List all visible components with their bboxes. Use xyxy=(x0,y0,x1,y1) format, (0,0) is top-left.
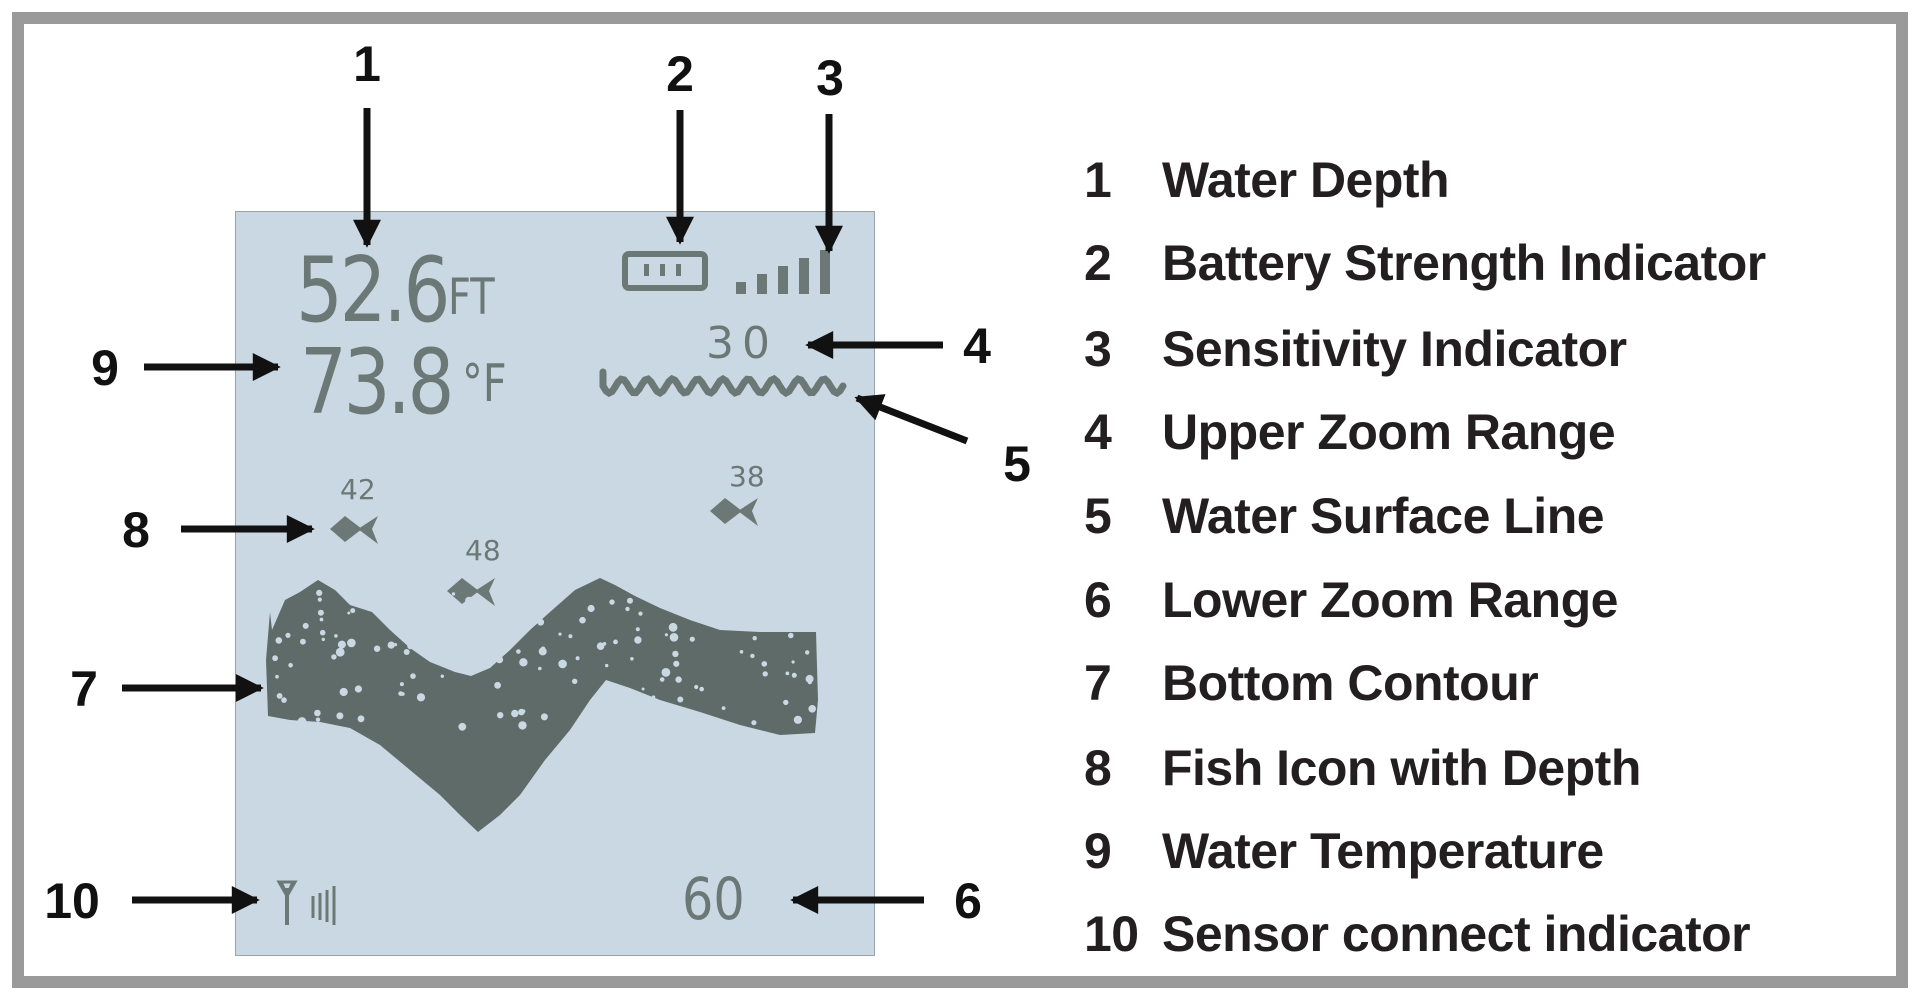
callout-3: 3 xyxy=(816,50,844,106)
legend-number: 10 xyxy=(1084,906,1139,962)
contour-texture xyxy=(272,586,816,731)
legend-item: 9 Water Temperature xyxy=(1084,823,1604,879)
legend-number: 7 xyxy=(1084,655,1112,711)
callout-1: 1 xyxy=(353,36,381,92)
callout-9: 9 xyxy=(91,340,119,396)
callout-4: 4 xyxy=(963,318,991,374)
legend-label: Water Surface Line xyxy=(1162,488,1605,544)
legend-label: Sensor connect indicator xyxy=(1162,906,1751,962)
sensitivity-bar xyxy=(778,266,788,294)
legend-number: 5 xyxy=(1084,488,1112,544)
legend-item: 1 Water Depth xyxy=(1084,152,1450,208)
legend-label: Water Depth xyxy=(1162,152,1450,208)
callout-6: 6 xyxy=(954,873,982,929)
legend-number: 9 xyxy=(1084,823,1112,879)
callout-7: 7 xyxy=(70,661,98,717)
legend-item: 10 Sensor connect indicator xyxy=(1084,906,1751,962)
depth-unit: FT xyxy=(448,268,495,326)
battery-icon xyxy=(622,251,708,291)
sensitivity-bar xyxy=(820,250,830,294)
fish-depth-label: 38 xyxy=(729,460,765,493)
legend-number: 2 xyxy=(1084,235,1112,291)
fish-depth-label: 42 xyxy=(340,473,376,506)
fish-icon xyxy=(330,516,378,544)
battery-segment xyxy=(676,264,681,276)
callout-5: 5 xyxy=(1003,436,1031,492)
legend-label: Sensitivity Indicator xyxy=(1162,321,1627,377)
legend-item: 3 Sensitivity Indicator xyxy=(1084,321,1627,377)
lcd-screen xyxy=(235,211,875,956)
battery-segment xyxy=(660,264,665,276)
legend-item: 7 Bottom Contour xyxy=(1084,655,1539,711)
sensitivity-bar xyxy=(736,282,746,294)
legend-label: Battery Strength Indicator xyxy=(1162,235,1766,291)
legend-number: 1 xyxy=(1084,152,1112,208)
callout-10: 10 xyxy=(44,873,100,929)
fish-depth-label: 48 xyxy=(465,534,501,567)
legend-number: 8 xyxy=(1084,740,1112,796)
callout-2: 2 xyxy=(666,46,694,102)
arrow-5 xyxy=(854,394,969,445)
legend-label: Water Temperature xyxy=(1162,823,1604,879)
legend-number: 3 xyxy=(1084,321,1112,377)
legend-item: 2 Battery Strength Indicator xyxy=(1084,235,1766,291)
legend-label: Bottom Contour xyxy=(1162,655,1539,711)
sensitivity-bar xyxy=(757,274,767,294)
upper-zoom-range: 30 xyxy=(706,318,778,369)
legend-item: 4 Upper Zoom Range xyxy=(1084,404,1616,460)
fish-icon xyxy=(447,578,495,606)
legend-label: Fish Icon with Depth xyxy=(1162,740,1641,796)
water-depth-value: 52.6 xyxy=(296,238,450,343)
water-temperature-value: 73.8 xyxy=(300,330,454,435)
callout-8: 8 xyxy=(122,502,150,558)
fish-icon xyxy=(710,498,758,526)
legend-number: 6 xyxy=(1084,572,1112,628)
battery-segment xyxy=(644,264,649,276)
sensitivity-icon xyxy=(736,250,830,294)
sensitivity-bar xyxy=(799,258,809,294)
sensor-connect-icon xyxy=(276,880,336,925)
lower-zoom-range: 60 xyxy=(682,865,745,933)
water-surface-line xyxy=(599,368,847,398)
legend-number: 4 xyxy=(1084,404,1112,460)
legend-label: Lower Zoom Range xyxy=(1162,572,1618,628)
legend-item: 5 Water Surface Line xyxy=(1084,488,1605,544)
temperature-unit: °F xyxy=(462,354,507,414)
bottom-contour xyxy=(266,578,818,832)
legend-item: 6 Lower Zoom Range xyxy=(1084,572,1618,628)
legend-label: Upper Zoom Range xyxy=(1162,404,1616,460)
legend-item: 8 Fish Icon with Depth xyxy=(1084,740,1641,796)
